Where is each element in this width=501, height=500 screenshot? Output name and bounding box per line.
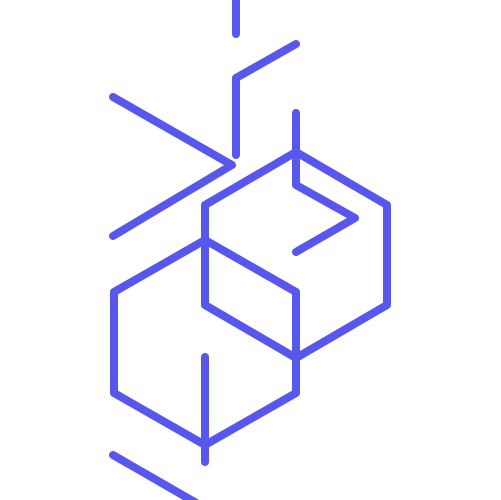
left-chevron-line xyxy=(109,93,236,240)
inner-arrow-line xyxy=(292,109,359,256)
bottom-diagonal-line xyxy=(109,451,200,500)
upper-branch-line xyxy=(232,40,300,159)
